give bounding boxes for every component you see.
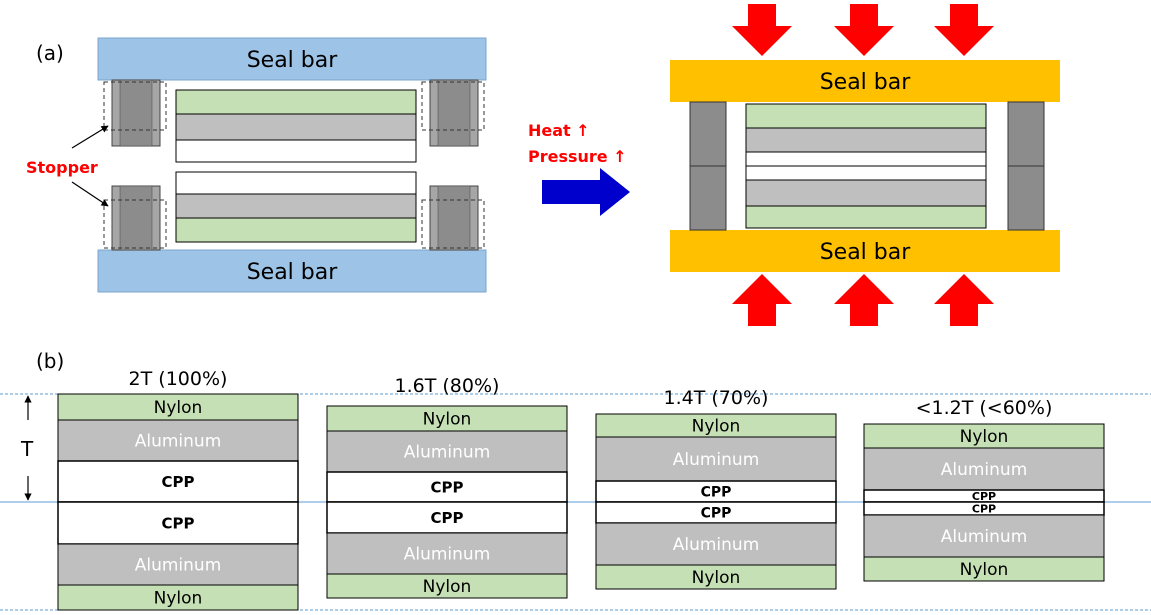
layer-label: CPP (972, 490, 996, 503)
right-stopper-left-top (689, 101, 727, 167)
layer-aluminum (863, 447, 1105, 491)
right-aluminum-bottom (745, 179, 987, 207)
t-label: T (20, 437, 34, 461)
layer-aluminum (57, 419, 299, 462)
layer-nylon (57, 584, 299, 611)
pressure-label: Pressure ↑ (528, 147, 627, 166)
stopper-top-right (421, 79, 485, 147)
right-nylon-top (745, 103, 987, 129)
layer-label: Nylon (692, 568, 741, 588)
layer-label: Nylon (960, 427, 1009, 447)
thickness-stacks: 2T (100%)NylonAluminumCPPCPPAluminumNylo… (57, 368, 1105, 611)
press-arrow-bottom-3 (934, 274, 994, 326)
layer-label: CPP (162, 514, 195, 532)
press-arrow-bottom-2 (834, 274, 894, 326)
left-upper-aluminum (175, 113, 417, 141)
panel-a-label: (a) (36, 41, 64, 65)
layer-aluminum (595, 522, 837, 566)
seal-bar-bottom-left (97, 249, 487, 293)
heat-label: Heat ↑ (528, 121, 590, 140)
layer-label: Aluminum (404, 545, 491, 565)
press-arrow-bottom-1 (732, 274, 792, 326)
stopper-label: Stopper (26, 158, 98, 177)
left-lower-aluminum (175, 193, 417, 219)
layer-label: Aluminum (135, 432, 222, 452)
layer-nylon (326, 573, 568, 599)
right-stopper-left-bottom (689, 165, 727, 231)
left-lower-cpp (175, 171, 417, 195)
stopper-bottom-right (421, 185, 485, 251)
seal-bar-top-right-label: Seal bar (820, 70, 912, 95)
right-stopper-right-top (1007, 101, 1045, 167)
process-arrow (542, 168, 630, 216)
layer-nylon (863, 556, 1105, 582)
layer-label: CPP (162, 473, 195, 491)
layer-label: Nylon (154, 398, 203, 418)
stopper-top-left (103, 79, 167, 147)
layer-label: Nylon (960, 560, 1009, 580)
layer-aluminum (326, 532, 568, 575)
layer-label: Nylon (154, 589, 203, 609)
seal-bar-top-left (97, 37, 487, 81)
layer-aluminum (326, 430, 568, 473)
layer-aluminum (863, 514, 1105, 558)
layer-aluminum (595, 436, 837, 482)
right-cpp-top (745, 151, 987, 167)
press-arrow-top-2 (834, 4, 894, 56)
seal-bar-bottom-left-label: Seal bar (247, 260, 339, 285)
seal-bar-bottom-right-label: Seal bar (820, 240, 912, 265)
left-lower-nylon (175, 217, 417, 243)
right-nylon-bottom (745, 205, 987, 229)
layer-nylon (326, 405, 568, 432)
seal-bar-top-left-label: Seal bar (247, 48, 339, 73)
layer-label: CPP (972, 502, 996, 515)
layer-label: Nylon (423, 410, 472, 430)
layer-label: CPP (431, 509, 464, 527)
stack-title: 2T (100%) (129, 368, 228, 390)
layer-label: Nylon (423, 577, 472, 597)
layer-aluminum (57, 543, 299, 586)
layer-nylon (595, 564, 837, 590)
stack-title: <1.2T (<60%) (916, 397, 1053, 419)
stopper-pointer-top (71, 125, 109, 149)
right-aluminum-top (745, 127, 987, 153)
left-assembly: Seal bar Seal bar (26, 37, 487, 293)
layer-cpp (326, 471, 568, 503)
layer-label: CPP (701, 485, 732, 501)
press-arrow-top-3 (934, 4, 994, 56)
right-cpp-bottom (745, 165, 987, 181)
layer-label: Aluminum (941, 460, 1028, 480)
layer-label: CPP (431, 478, 464, 496)
left-upper-cpp (175, 139, 417, 163)
stopper-bottom-left (103, 185, 167, 251)
layer-cpp (326, 501, 568, 534)
left-upper-nylon (175, 89, 417, 115)
stack-title: 1.4T (70%) (664, 387, 769, 409)
layer-label: Aluminum (404, 443, 491, 463)
right-assembly: Seal bar Seal bar (670, 4, 1060, 326)
layer-label: Nylon (692, 417, 741, 437)
seal-bar-bottom-right (670, 230, 1060, 272)
layer-label: Aluminum (673, 535, 760, 555)
panel-b-label: (b) (36, 349, 64, 373)
layer-label: Aluminum (673, 450, 760, 470)
seal-bar-top-right (670, 60, 1060, 102)
layer-label: Aluminum (135, 556, 222, 576)
layer-nylon (863, 423, 1105, 449)
layer-label: CPP (701, 506, 732, 522)
stopper-pointer-bottom (71, 181, 109, 207)
stack-title: 1.6T (80%) (395, 375, 500, 397)
press-arrow-top-1 (732, 4, 792, 56)
layer-label: Aluminum (941, 527, 1028, 547)
right-stopper-right-bottom (1007, 165, 1045, 231)
layer-cpp (57, 501, 299, 545)
layer-cpp (57, 460, 299, 503)
